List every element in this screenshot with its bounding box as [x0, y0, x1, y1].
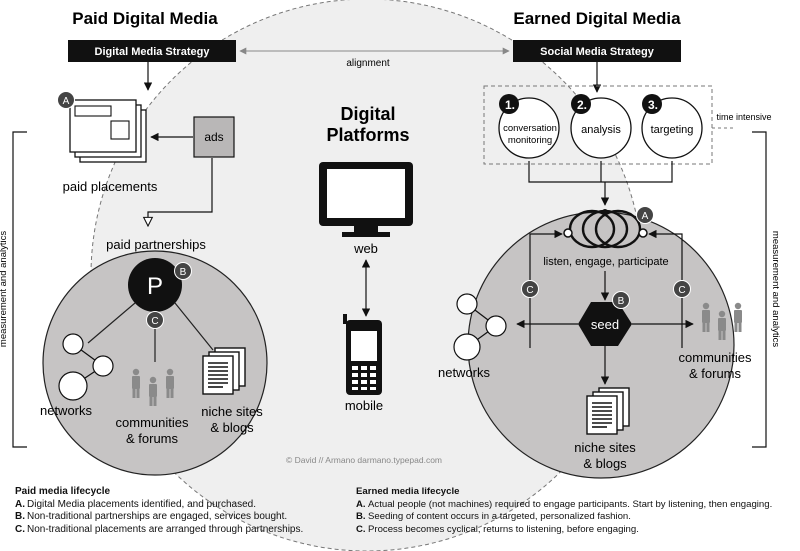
web-monitor-icon: [319, 162, 413, 237]
p-hub-node: P: [128, 258, 182, 312]
paid-lifecycle-item-c: C.Non-traditional placements are arrange…: [15, 523, 304, 535]
marker-c-earned-right: C: [673, 280, 691, 298]
step-3-targeting: 3. targeting: [641, 94, 703, 159]
social-media-strategy-bar: Social Media Strategy: [513, 40, 681, 62]
web-label: web: [353, 241, 378, 256]
earned-lifecycle-item-b: B.Seeding of content occurs in a targete…: [356, 511, 631, 522]
step-3-label: targeting: [651, 124, 694, 136]
step-1-label-2: monitoring: [508, 135, 552, 146]
marker-a-paid: A: [57, 91, 75, 109]
engagement-top-node: [602, 209, 608, 215]
mobile-label: mobile: [345, 398, 383, 413]
svg-text:B: B: [618, 296, 625, 307]
svg-text:B: B: [180, 267, 187, 278]
digital-platforms-title-1: Digital: [340, 104, 395, 124]
step-3-number: 3.: [648, 98, 658, 112]
step-1-label-1: conversation: [503, 123, 557, 134]
left-measurement-label: measurement and analytics: [0, 231, 9, 347]
ads-to-partnerships-connector: [148, 158, 213, 226]
steps-merge-connector: [528, 161, 673, 183]
svg-text:C: C: [151, 316, 158, 327]
seed-label: seed: [591, 317, 619, 332]
step-1-conversation-monitoring: 1. conversation monitoring: [498, 94, 560, 159]
earned-lifecycle-title: Earned media lifecycle: [356, 486, 460, 497]
digital-platforms-title-2: Platforms: [326, 125, 409, 145]
communities-label-paid-1: communities: [116, 415, 189, 430]
communities-label-earned-1: communities: [679, 350, 752, 365]
paid-lifecycle-item-a: A.Digital Media placements identified, a…: [15, 498, 257, 510]
return-loop-right: [648, 229, 683, 348]
digital-media-strategy-bar: Digital Media Strategy: [68, 40, 236, 62]
marker-b-paid: B: [174, 262, 192, 280]
niche-sites-label-paid-1: niche sites: [201, 404, 263, 419]
niche-sites-docs-icon-earned: [586, 387, 630, 435]
paid-placements-pages-icon: [69, 99, 147, 163]
svg-text:C: C: [678, 285, 685, 296]
niche-sites-docs-icon-paid: [202, 347, 246, 395]
paid-lifecycle-item-b: B.Non-traditional partnerships are engag…: [15, 511, 288, 522]
right-measurement-label: measurement and analytics: [770, 231, 781, 347]
paid-lifecycle-title: Paid media lifecycle: [15, 486, 111, 497]
network-nodes-icon-earned: [453, 293, 507, 361]
credit-text: © David // Armano darmano.typepad.com: [286, 455, 442, 465]
networks-label-paid: networks: [40, 403, 93, 418]
niche-sites-label-paid-2: & blogs: [210, 420, 254, 435]
marker-c-earned-left: C: [521, 280, 539, 298]
alignment-label: alignment: [346, 58, 390, 69]
communities-label-earned-2: & forums: [689, 366, 742, 381]
communities-label-paid-2: & forums: [126, 431, 179, 446]
earned-lifecycle-item-c: C.Process becomes cyclical, returns to l…: [356, 523, 639, 535]
left-measurement-bracket: [12, 131, 27, 448]
p-hub-label: P: [147, 273, 163, 300]
right-measurement-bracket: [752, 131, 767, 448]
svg-text:C: C: [526, 285, 533, 296]
steps-dashed-box: [483, 85, 713, 165]
marker-c-paid: C: [146, 311, 164, 329]
step-1-number: 1.: [505, 98, 515, 112]
step-2-label: analysis: [581, 124, 621, 136]
marker-a-earned: A: [636, 206, 654, 224]
step-2-number: 2.: [577, 98, 587, 112]
earned-lifecycle-item-a: A.Actual people (not machines) required …: [356, 498, 773, 510]
marker-b-earned: B: [612, 291, 630, 309]
step-2-analysis: 2. analysis: [570, 94, 632, 159]
digital-media-strategy-label: Digital Media Strategy: [95, 46, 211, 58]
niche-sites-label-earned-2: & blogs: [583, 456, 627, 471]
svg-text:A: A: [63, 96, 70, 107]
paid-partnerships-circle: [42, 250, 268, 476]
time-intensive-label: time intensive: [716, 112, 771, 122]
mobile-phone-icon: [343, 314, 382, 395]
earned-media-title: Earned Digital Media: [513, 9, 681, 28]
paid-partnerships-label: paid partnerships: [106, 237, 206, 252]
seed-node: seed: [578, 302, 632, 346]
engagement-left-node: [563, 228, 573, 238]
paid-placements-label: paid placements: [63, 179, 158, 194]
networks-label-earned: networks: [438, 365, 491, 380]
network-nodes-icon-paid: [58, 333, 114, 401]
return-loop-left: [529, 229, 563, 348]
earned-media-lifecycle-legend: Earned media lifecycle A.Actual people (…: [356, 486, 796, 536]
niche-sites-label-earned-1: niche sites: [574, 440, 636, 455]
engagement-right-node: [638, 228, 648, 238]
social-media-strategy-label: Social Media Strategy: [540, 46, 655, 58]
svg-text:A: A: [642, 211, 649, 222]
ads-label: ads: [204, 130, 223, 144]
paid-media-title: Paid Digital Media: [72, 9, 218, 28]
ads-box: ads: [193, 116, 235, 158]
listen-engage-participate-label: listen, engage, participate: [543, 256, 668, 268]
paid-media-lifecycle-legend: Paid media lifecycle A.Digital Media pla…: [15, 486, 335, 536]
